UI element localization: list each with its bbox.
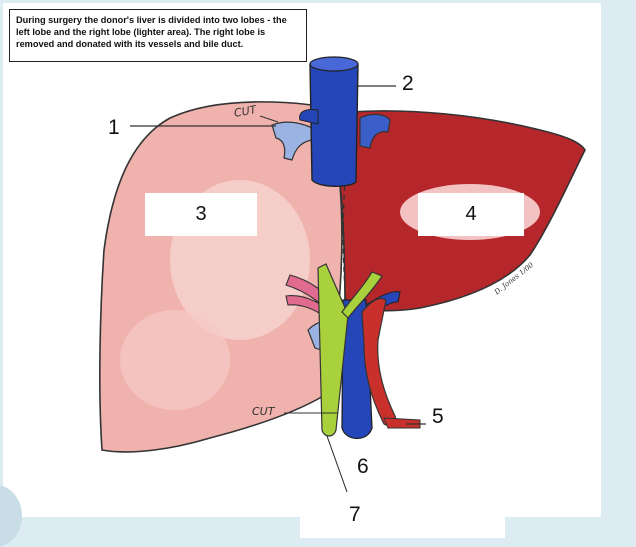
- right-lobe-highlight-lower: [120, 310, 230, 410]
- leader-line-7: [326, 435, 348, 493]
- bile-duct-branch: [341, 271, 383, 319]
- label-box-3: 3: [145, 193, 257, 236]
- division-line: [342, 149, 349, 306]
- number-3: 3: [195, 203, 207, 225]
- cut-label-bottom: CUT: [252, 405, 275, 418]
- number-4: 4: [465, 203, 477, 225]
- artery-stub: [383, 417, 421, 429]
- number-1: 1: [108, 116, 120, 139]
- number-7: 7: [349, 503, 361, 526]
- number-5: 5: [432, 405, 444, 428]
- hepatic-artery: [361, 297, 397, 427]
- caption-text: During surgery the donor's liver is divi…: [16, 15, 287, 49]
- hepatic-vein-cut: [271, 121, 313, 161]
- label-box-4: 4: [418, 193, 524, 236]
- vena-cava-top-opening: [309, 56, 359, 72]
- paper-tab: [300, 510, 505, 538]
- vena-cava-branch: [299, 109, 319, 125]
- number-2: 2: [402, 72, 414, 95]
- caption-box: During surgery the donor's liver is divi…: [9, 9, 307, 62]
- bile-duct: [317, 263, 349, 437]
- hepatic-vein-branch: [359, 113, 391, 149]
- paper-corner-curl: [0, 485, 22, 547]
- leader-line-cut-top: [259, 115, 279, 123]
- number-6: 6: [357, 455, 369, 478]
